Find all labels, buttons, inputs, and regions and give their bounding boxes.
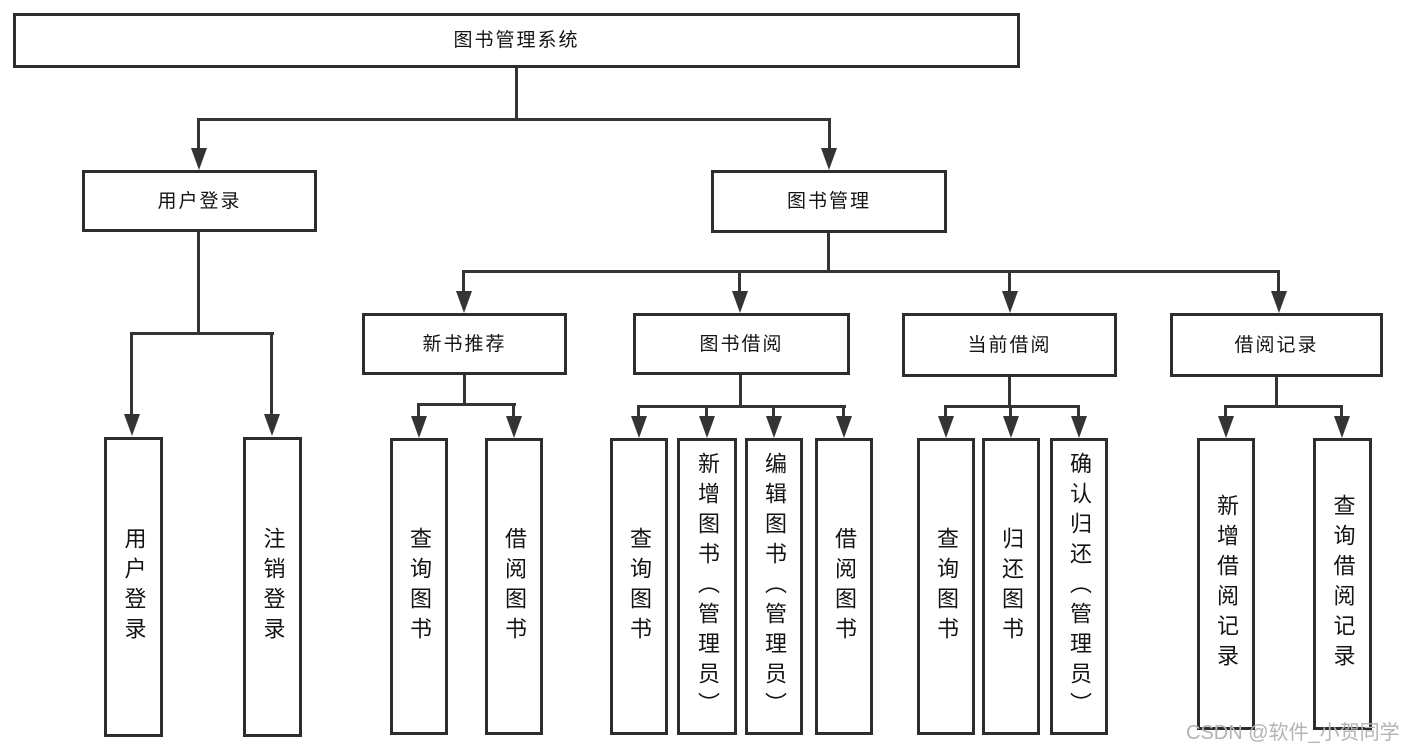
node-current-borrowing-label: 当前借阅 (967, 334, 1052, 356)
leaf-borrowing-borrow-books: 借阅图书 (815, 438, 873, 735)
connector-line (637, 405, 640, 417)
leaf-edit-books-admin: 编辑图书（管理员） (745, 438, 803, 735)
node-borrow-records: 借阅记录 (1170, 313, 1383, 377)
arrow-down-icon (1271, 291, 1287, 313)
connector-line (417, 403, 420, 417)
arrow-down-icon (264, 414, 280, 436)
leaf-logout: 注销登录 (243, 437, 302, 737)
connector-line (1340, 405, 1343, 417)
connector-line (1277, 270, 1280, 292)
node-new-book-recommend-label: 新书推荐 (422, 333, 507, 355)
node-root-label: 图书管理系统 (453, 30, 580, 51)
connector-line (1077, 405, 1080, 417)
csdn-watermark: CSDN @软件_小贺同学 (1186, 722, 1400, 744)
connector-line (197, 232, 200, 334)
arrow-down-icon (1071, 416, 1087, 438)
connector-line (944, 405, 947, 417)
connector-line (270, 332, 273, 416)
node-borrow-records-label: 借阅记录 (1234, 334, 1319, 356)
node-new-book-recommend: 新书推荐 (362, 313, 567, 375)
connector-line (417, 403, 516, 406)
node-user-login-label: 用户登录 (157, 190, 242, 212)
connector-line (739, 375, 742, 405)
connector-line (512, 403, 515, 417)
leaf-return-books-label: 归还图书 (999, 526, 1024, 647)
leaf-add-books-admin-label: 新增图书（管理员） (695, 451, 720, 722)
connector-line (130, 332, 133, 416)
node-book-management: 图书管理 (711, 170, 947, 233)
leaf-logout-label: 注销登录 (260, 527, 286, 647)
connector-line (827, 233, 830, 273)
leaf-recommend-borrow-books: 借阅图书 (485, 438, 543, 735)
arrow-down-icon (411, 416, 427, 438)
arrow-down-icon (938, 416, 954, 438)
leaf-return-books: 归还图书 (982, 438, 1040, 735)
arrow-down-icon (766, 416, 782, 438)
arrow-down-icon (699, 416, 715, 438)
leaf-query-borrow-record: 查询借阅记录 (1313, 438, 1372, 730)
leaf-current-query-books-label: 查询图书 (934, 526, 959, 647)
connector-line (1008, 377, 1011, 405)
leaf-borrowing-query-books: 查询图书 (610, 438, 668, 735)
connector-line (462, 270, 1280, 273)
connector-line (705, 405, 708, 417)
leaf-current-query-books: 查询图书 (917, 438, 975, 735)
connector-line (772, 405, 775, 417)
arrow-down-icon (631, 416, 647, 438)
leaf-user-login-label: 用户登录 (121, 527, 147, 647)
arrow-down-icon (732, 291, 748, 313)
connector-line (130, 332, 274, 335)
arrow-down-icon (821, 148, 837, 170)
connector-line (463, 375, 466, 405)
arrow-down-icon (124, 414, 140, 436)
connector-line (1224, 405, 1227, 417)
connector-line (1008, 270, 1011, 292)
leaf-user-login: 用户登录 (104, 437, 163, 737)
leaf-add-borrow-record-label: 新增借阅记录 (1214, 494, 1239, 674)
connector-line (515, 68, 518, 120)
leaf-query-borrow-record-label: 查询借阅记录 (1330, 494, 1356, 674)
leaf-add-books-admin: 新增图书（管理员） (677, 438, 737, 735)
leaf-borrowing-query-books-label: 查询图书 (627, 526, 652, 647)
leaf-borrowing-borrow-books-label: 借阅图书 (832, 526, 857, 647)
node-user-login: 用户登录 (82, 170, 317, 232)
node-book-management-label: 图书管理 (786, 191, 871, 212)
arrow-down-icon (1003, 416, 1019, 438)
arrow-down-icon (456, 291, 472, 313)
node-book-borrowing-label: 图书借阅 (699, 333, 784, 355)
leaf-recommend-borrow-books-label: 借阅图书 (502, 526, 527, 647)
leaf-confirm-return-admin: 确认归还（管理员） (1050, 438, 1108, 735)
leaf-recommend-query-books: 查询图书 (390, 438, 448, 735)
arrow-down-icon (506, 416, 522, 438)
node-root: 图书管理系统 (13, 13, 1020, 68)
connector-line (842, 405, 845, 417)
node-book-borrowing: 图书借阅 (633, 313, 850, 375)
arrow-down-icon (191, 148, 207, 170)
arrow-down-icon (836, 416, 852, 438)
node-current-borrowing: 当前借阅 (902, 313, 1117, 377)
leaf-edit-books-admin-label: 编辑图书（管理员） (762, 451, 787, 722)
leaf-add-borrow-record: 新增借阅记录 (1197, 438, 1255, 730)
connector-line (1009, 405, 1012, 417)
connector-line (197, 118, 200, 150)
arrow-down-icon (1002, 291, 1018, 313)
arrow-down-icon (1218, 416, 1234, 438)
connector-line (738, 270, 741, 292)
connector-line (1275, 377, 1278, 405)
leaf-confirm-return-admin-label: 确认归还（管理员） (1067, 451, 1092, 722)
connector-line (462, 270, 465, 292)
leaf-recommend-query-books-label: 查询图书 (407, 526, 432, 647)
connector-line (197, 118, 831, 121)
connector-line (1224, 405, 1342, 408)
connector-line (637, 405, 846, 408)
arrow-down-icon (1334, 416, 1350, 438)
connector-line (828, 118, 831, 150)
